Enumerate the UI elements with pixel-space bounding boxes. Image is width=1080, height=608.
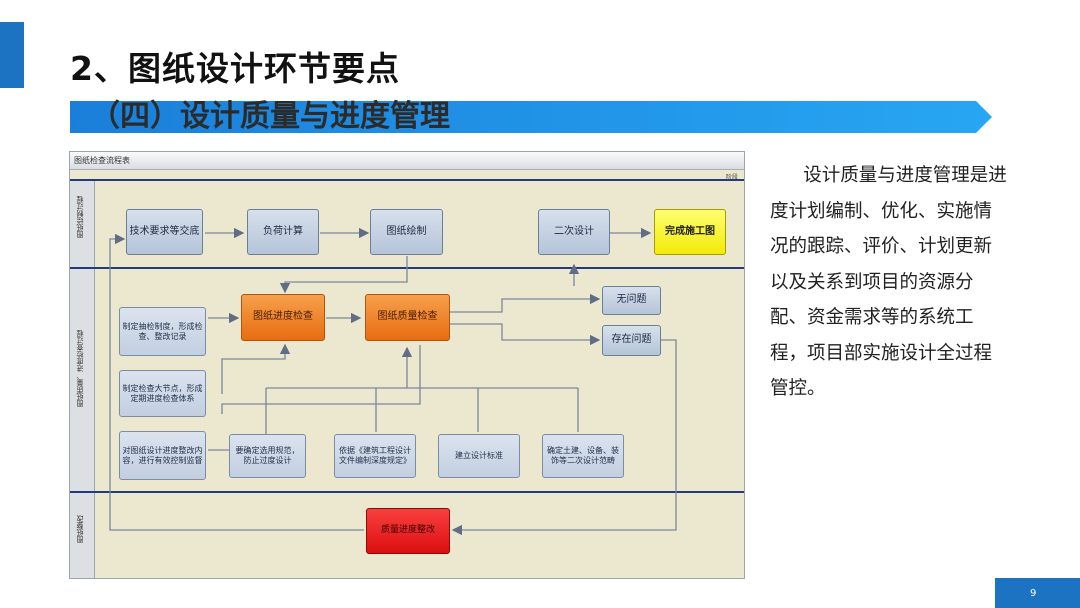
lane-header-strip <box>70 179 95 578</box>
flowchart-corner-label: 阶段 <box>725 174 738 181</box>
flowchart-connectors <box>109 227 677 536</box>
note-sampling-system: 制定抽检制度，形成检查、整改记录 <box>119 307 206 356</box>
flowchart-header: 图纸检查流程表 <box>70 152 744 170</box>
node-progress-check: 图纸进度检查 <box>241 294 325 341</box>
section-banner <box>70 101 992 133</box>
page-number-box <box>995 578 1080 608</box>
note-milestone-check: 制定检查大节点，形成定期进度检查体系 <box>119 370 206 417</box>
section-heading: （四）设计质量与进度管理 <box>90 99 450 134</box>
flowchart-title: 图纸检查流程表 <box>74 156 130 165</box>
note-depth-regulation: 依据《建筑工程设计文件编制深度规定》 <box>334 434 416 478</box>
node-rectification: 质量进度整改 <box>366 508 450 554</box>
node-secondary-design: 二次设计 <box>538 209 610 255</box>
node-complete-drawings: 完成施工图 <box>654 209 726 255</box>
left-accent-bar <box>0 22 24 88</box>
node-has-issue: 存在问题 <box>602 325 661 356</box>
node-no-issue: 无问题 <box>602 286 661 315</box>
page-number: 9 <box>1030 588 1037 599</box>
note-design-standard: 建立设计标准 <box>438 434 520 478</box>
node-tech-requirements: 技术要求等交底 <box>126 209 203 255</box>
lane-divider-top <box>70 179 744 181</box>
lane-divider-2 <box>70 491 744 493</box>
flowchart-image: 图纸检查流程表 阶段 图纸绘制过程 图纸质量、进度检查过程 图纸整改 <box>69 151 745 579</box>
note-rectify-monitoring: 对图纸设计进度整改内容，进行有效控制监督 <box>119 431 206 480</box>
slide-title: 2、图纸设计环节要点 <box>70 49 400 88</box>
note-secondary-scope: 确定土建、设备、装饰等二次设计范畴 <box>542 434 624 478</box>
node-load-calculation: 负荷计算 <box>247 209 319 255</box>
node-drawing: 图纸绘制 <box>370 209 443 255</box>
note-select-standards: 要确定选用规范，防止过度设计 <box>229 434 306 478</box>
description-text: 设计质量与进度管理是进度计划编制、优化、实施情况的跟踪、评价、计划更新以及关系到… <box>770 165 1007 399</box>
node-quality-check: 图纸质量检查 <box>365 294 450 341</box>
